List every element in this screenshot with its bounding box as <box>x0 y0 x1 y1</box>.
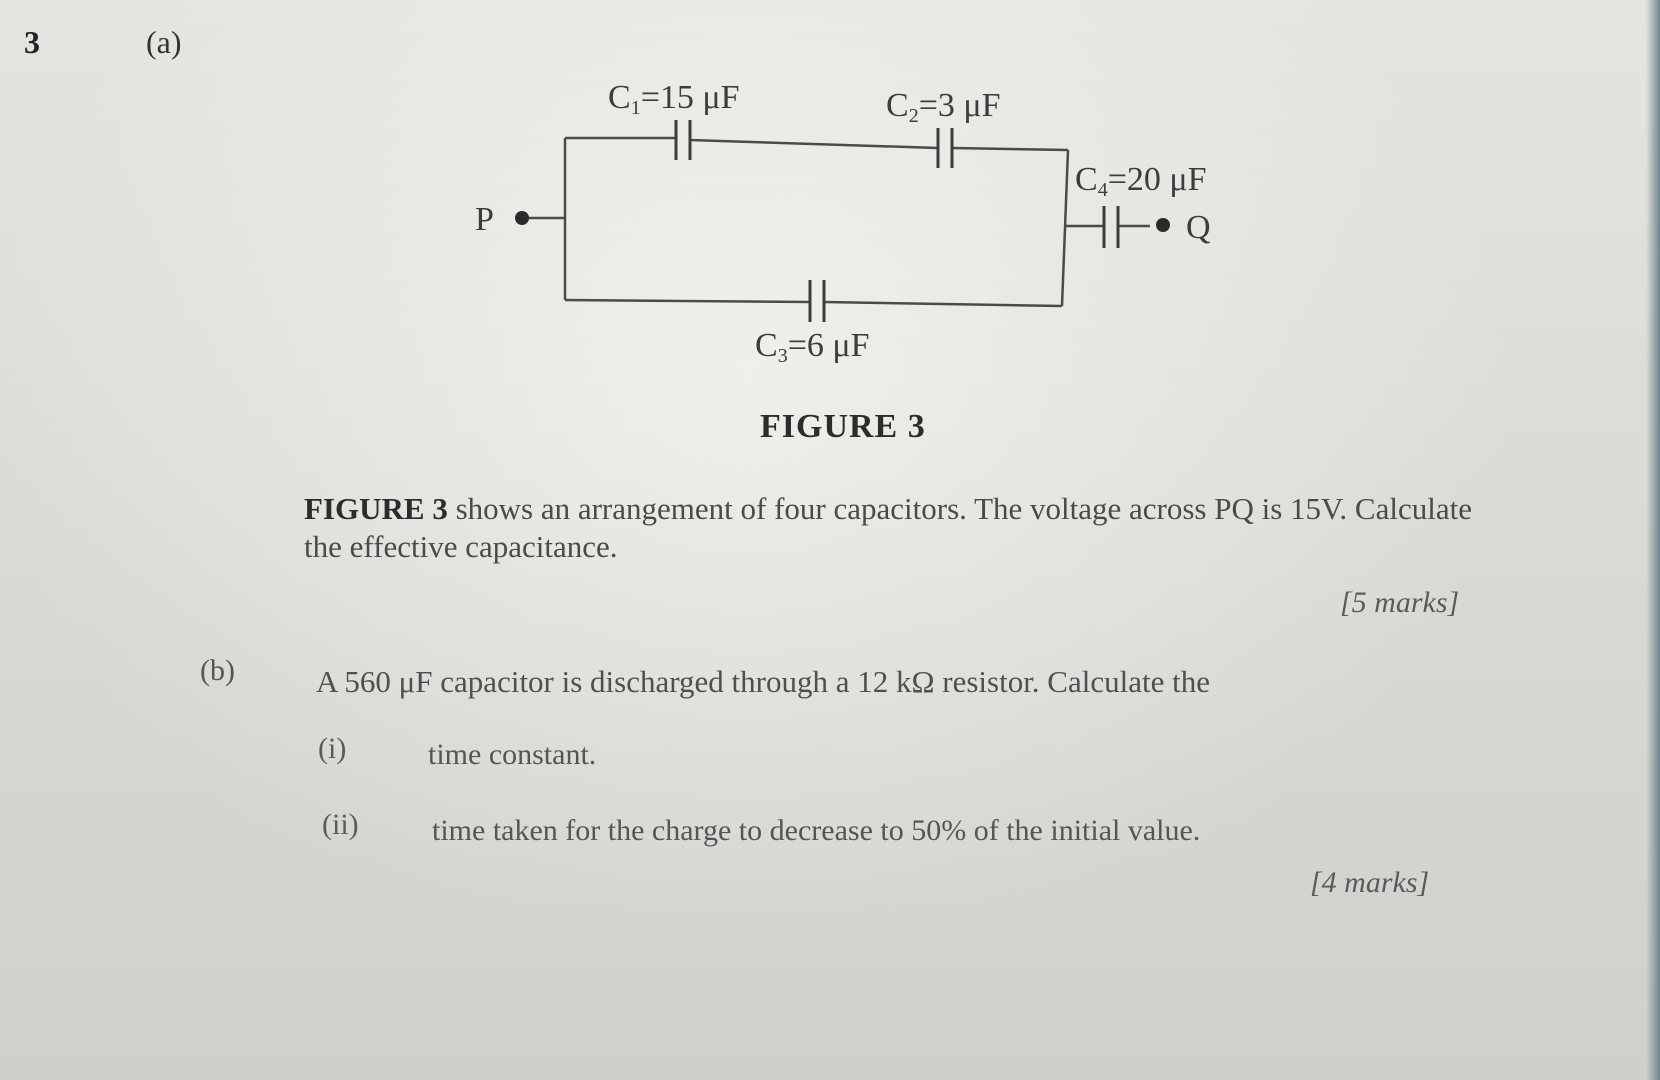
part-b-marks: [4 marks] <box>1310 866 1430 899</box>
capacitor-plates <box>674 120 1120 322</box>
part-b-label: (b) <box>200 654 235 687</box>
c1-label: C1=15 μF <box>608 79 740 119</box>
part-a-question: FIGURE 3 shows an arrangement of four ca… <box>304 490 1504 566</box>
circuit-wires <box>522 136 1150 308</box>
sub-ii-label: (ii) <box>322 808 359 841</box>
wire-bottom-1 <box>564 298 811 304</box>
wire-right <box>1060 149 1070 307</box>
c3-label: C3=6 μF <box>755 327 870 367</box>
wire-bottom-2 <box>823 300 1063 308</box>
wire-top-2 <box>689 138 939 150</box>
terminal-q-dot <box>1156 218 1170 232</box>
sub-i-question: time constant. <box>428 738 597 771</box>
figure-caption: FIGURE 3 <box>760 408 926 445</box>
terminal-q-label: Q <box>1186 209 1211 246</box>
c2-label: C2=3 μF <box>886 87 1001 127</box>
c4-label: C4=20 μF <box>1075 161 1207 201</box>
wire-top-3 <box>951 146 1069 152</box>
part-a-label: (a) <box>146 24 182 60</box>
screen-edge <box>1646 0 1660 1080</box>
part-a-body: shows an arrangement of four capacitors.… <box>304 491 1472 564</box>
sub-ii-question: time taken for the charge to decrease to… <box>432 814 1201 847</box>
part-b-question: A 560 μF capacitor is discharged through… <box>316 664 1210 699</box>
terminal-p-label: P <box>475 201 494 238</box>
sub-i-label: (i) <box>318 732 347 765</box>
terminal-p-dot <box>515 211 529 225</box>
figure-reference: FIGURE 3 <box>304 491 448 526</box>
part-a-marks: [5 marks] <box>1340 586 1460 619</box>
question-number: 3 <box>24 24 40 60</box>
